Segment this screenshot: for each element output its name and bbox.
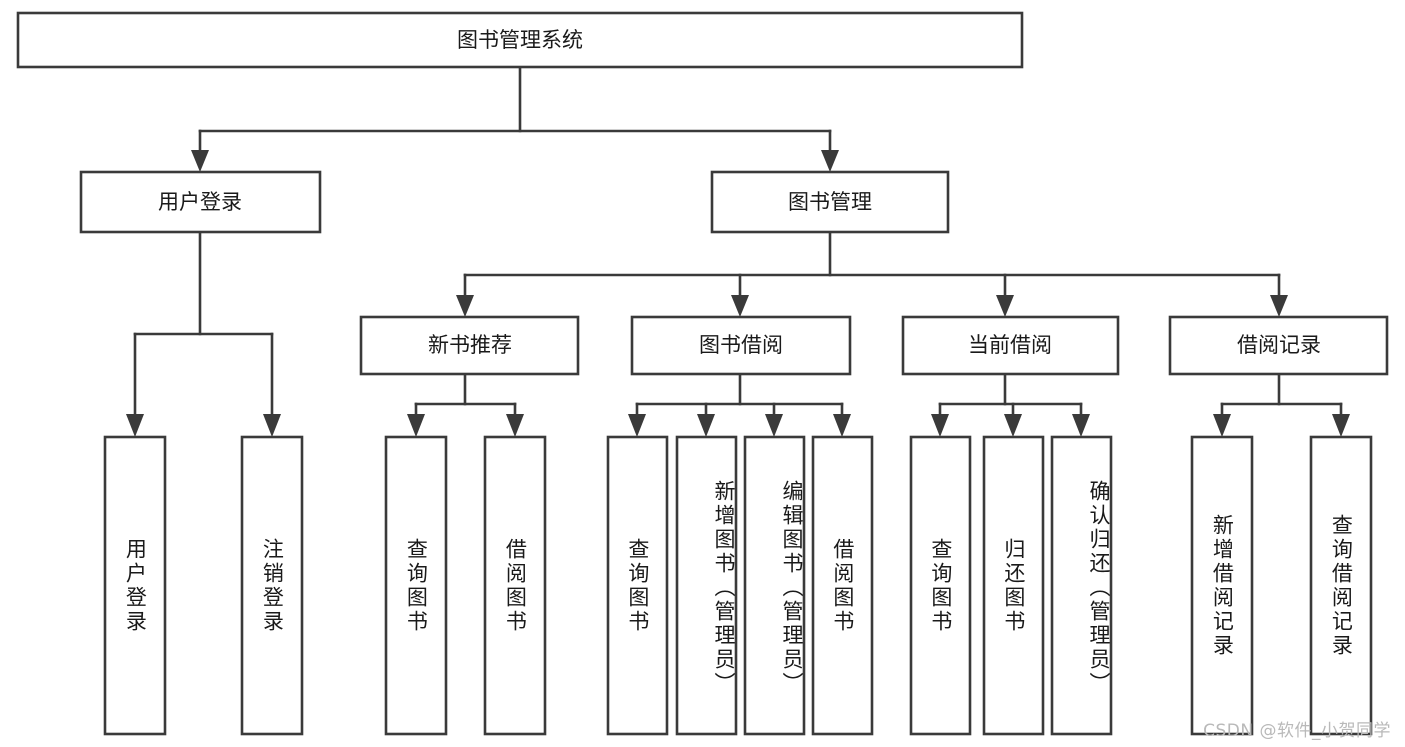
arrow-head-leaf-confirm-return <box>1072 414 1090 437</box>
node-leaf-query-book-3-box[interactable] <box>909 435 972 736</box>
node-leaf-edit-book-box[interactable] <box>743 435 806 736</box>
node-current-borrow[interactable]: 当前借阅 <box>901 315 1120 376</box>
arrow-head-leaf-edit-book <box>765 414 783 437</box>
leaf-boxes-group <box>103 435 1373 736</box>
node-borrow-record-box[interactable] <box>1168 315 1389 376</box>
watermark-text: CSDN @软件_小贺同学 <box>1203 721 1391 741</box>
node-book-borrow-box[interactable] <box>630 315 852 376</box>
arrow-head-leaf-borrow-book-1 <box>506 414 524 437</box>
arrow-head-book-management <box>821 150 839 172</box>
node-leaf-query-book-1-box[interactable] <box>384 435 448 736</box>
connector-group-borrow-record <box>1213 372 1350 437</box>
connector-group-new-book-recommend <box>407 372 524 437</box>
node-leaf-query-record-box[interactable] <box>1309 435 1373 736</box>
arrow-head-leaf-add-record <box>1213 414 1231 437</box>
node-book-management[interactable]: 图书管理 <box>710 170 950 234</box>
connector-group-root <box>191 65 839 172</box>
connector-group-book-management <box>456 230 1288 317</box>
node-leaf-return-book-box[interactable] <box>982 435 1045 736</box>
arrow-head-new-book-recommend <box>456 295 474 317</box>
arrow-head-leaf-query-record <box>1332 414 1350 437</box>
node-new-book-recommend[interactable]: 新书推荐 <box>359 315 580 376</box>
node-leaf-borrow-book-2-box[interactable] <box>811 435 874 736</box>
node-root[interactable]: 图书管理系统 <box>16 11 1024 69</box>
node-new-book-recommend-box[interactable] <box>359 315 580 376</box>
node-leaf-add-record-box[interactable] <box>1190 435 1254 736</box>
node-current-borrow-box[interactable] <box>901 315 1120 376</box>
node-current-borrow-label: 当前借阅 <box>968 333 1052 357</box>
node-book-management-box[interactable] <box>710 170 950 234</box>
node-user-login[interactable]: 用户登录 <box>79 170 322 234</box>
connector-group-current-borrow <box>931 372 1090 437</box>
arrow-head-leaf-add-book <box>697 414 715 437</box>
node-user-login-label: 用户登录 <box>158 190 242 214</box>
arrow-head-leaf-query-book-3 <box>931 414 949 437</box>
connector-group-user-login <box>126 230 281 437</box>
arrow-head-leaf-logout <box>263 414 281 437</box>
arrow-head-leaf-user-login <box>126 414 144 437</box>
node-book-borrow-label: 图书借阅 <box>699 333 783 357</box>
node-borrow-record-label: 借阅记录 <box>1237 333 1321 357</box>
arrow-head-user-login <box>191 150 209 172</box>
node-leaf-confirm-return-box[interactable] <box>1050 435 1113 736</box>
node-leaf-query-book-2-box[interactable] <box>606 435 669 736</box>
arrow-head-borrow-record <box>1270 295 1288 317</box>
node-leaf-add-book-box[interactable] <box>675 435 738 736</box>
arrow-head-leaf-borrow-book-2 <box>833 414 851 437</box>
node-user-login-box[interactable] <box>79 170 322 234</box>
node-leaf-borrow-book-1-box[interactable] <box>483 435 547 736</box>
arrow-head-leaf-query-book-1 <box>407 414 425 437</box>
node-book-management-label: 图书管理 <box>788 190 872 214</box>
arrow-head-book-borrow <box>731 295 749 317</box>
connector-group-book-borrow <box>628 372 851 437</box>
arrow-head-leaf-query-book-2 <box>628 414 646 437</box>
node-borrow-record[interactable]: 借阅记录 <box>1168 315 1389 376</box>
node-root-label: 图书管理系统 <box>457 28 583 52</box>
arrow-head-leaf-return-book <box>1004 414 1022 437</box>
node-leaf-user-login-box[interactable] <box>103 435 167 736</box>
node-new-book-recommend-label: 新书推荐 <box>428 333 512 357</box>
node-root-box[interactable] <box>16 11 1024 69</box>
node-book-borrow[interactable]: 图书借阅 <box>630 315 852 376</box>
node-leaf-logout-box[interactable] <box>240 435 304 736</box>
arrow-head-current-borrow <box>996 295 1014 317</box>
